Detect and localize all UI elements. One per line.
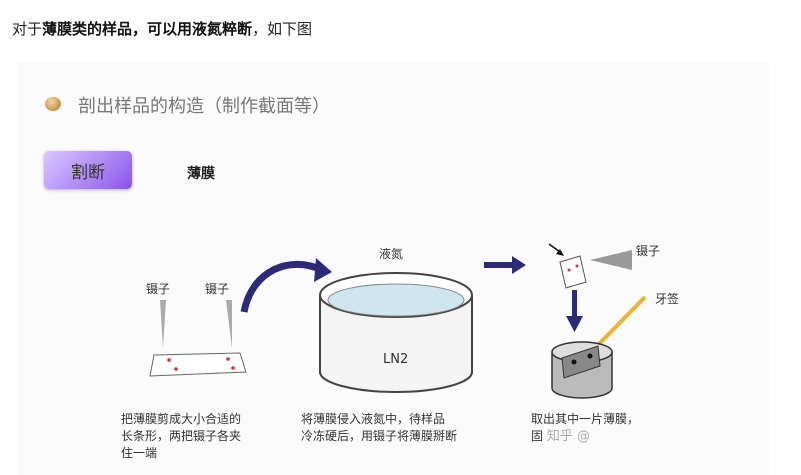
caption-step1: 把薄膜剪成大小合适的 长条形，两把镊子各夹 住一端 bbox=[121, 411, 241, 462]
label-toothpick: 牙签 bbox=[655, 292, 680, 306]
caption-line: 住一端 bbox=[121, 446, 158, 460]
caption-step2: 将薄膜侵入液氮中，待样品 冷冻硬后，用镊子将薄膜掰断 bbox=[301, 411, 457, 445]
arrow-down-icon bbox=[572, 290, 577, 318]
tab-title: 薄膜 bbox=[187, 166, 215, 182]
liquid-nitrogen-container bbox=[319, 295, 473, 393]
tweezers-top-icon bbox=[590, 250, 632, 270]
caption-line: 取出其中一片薄膜， bbox=[531, 412, 640, 426]
watermark: 知乎 @ bbox=[546, 429, 590, 444]
caption-line: 将薄膜侵入液氮中，待样品 bbox=[301, 412, 446, 426]
tweezers-left-icon bbox=[160, 300, 166, 348]
label-tweezers-top: 镊子 bbox=[636, 244, 661, 258]
label-tweezers-left: 镊子 bbox=[146, 282, 171, 296]
caption-line: 固 bbox=[531, 429, 544, 443]
intro-bold: 薄膜类的样品，可以用液氮粹断 bbox=[42, 20, 253, 38]
tweezers-right-icon bbox=[226, 300, 232, 348]
figure-image bbox=[18, 62, 770, 475]
bullet-icon bbox=[45, 97, 61, 111]
intro-paragraph: 对于薄膜类的样品，可以用液氮粹断，如下图 bbox=[12, 18, 312, 39]
caption-step3: 取出其中一片薄膜， 固 知乎 @ bbox=[531, 411, 639, 445]
heading-text: 剖出样品的构造（制作截面等） bbox=[78, 96, 330, 117]
label-liquid-nitrogen: 液氮 bbox=[379, 247, 404, 261]
film-piece bbox=[559, 255, 587, 289]
toothpick-icon bbox=[596, 295, 647, 347]
film-strip bbox=[149, 352, 247, 377]
arrow-right-icon bbox=[484, 262, 514, 268]
tab-cutting: 割断 bbox=[44, 151, 132, 189]
caption-line: 长条形，两把镊子各夹 bbox=[121, 429, 242, 443]
figure-heading: 剖出样品的构造（制作截面等） bbox=[50, 92, 330, 118]
caption-line: 冷冻硬后，用镊子将薄膜掰断 bbox=[301, 429, 458, 443]
intro-suffix: ，如下图 bbox=[252, 20, 313, 38]
label-tweezers-right: 镊子 bbox=[205, 282, 230, 296]
label-ln2: LN2 bbox=[383, 352, 409, 367]
caption-line: 把薄膜剪成大小合适的 bbox=[121, 412, 242, 426]
intro-prefix: 对于 bbox=[12, 20, 43, 38]
curved-arrow-icon bbox=[240, 260, 324, 313]
